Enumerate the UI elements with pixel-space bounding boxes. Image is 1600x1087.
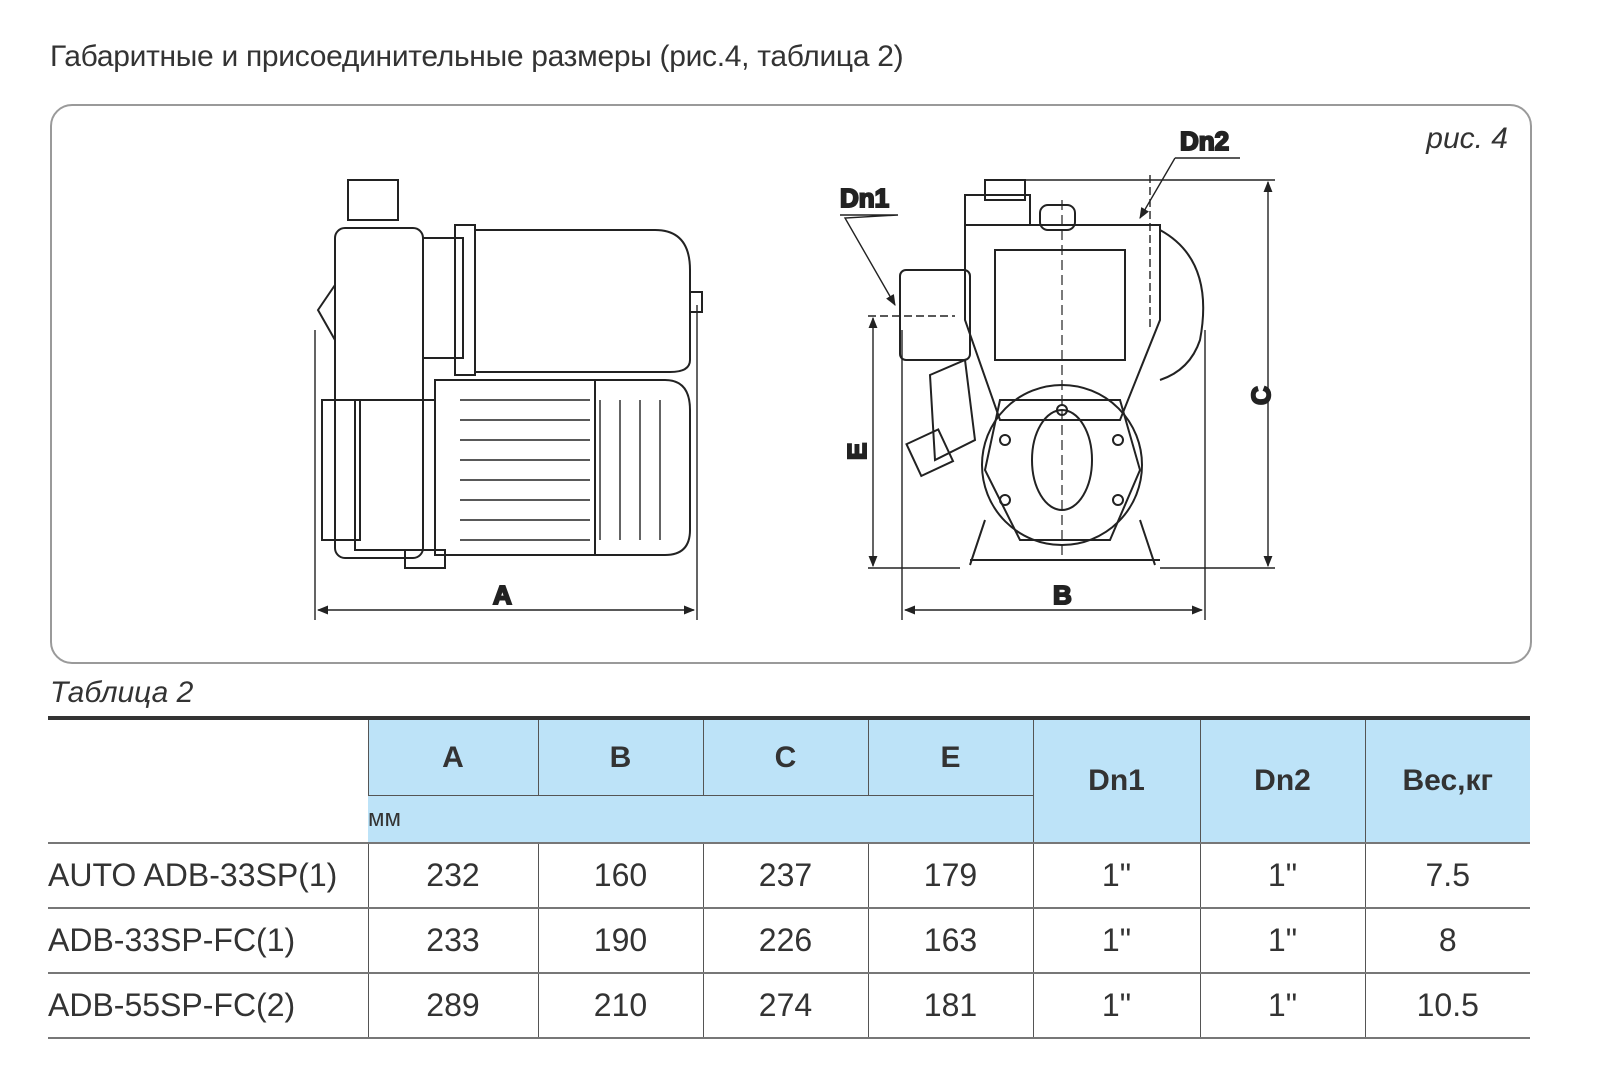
cell: 1"	[1199, 907, 1365, 973]
table-row: ADB-33SP-FC(1) 233 190 226 163 1" 1" 8	[48, 907, 1530, 973]
cell: 8	[1364, 907, 1530, 973]
table-caption: Таблица 2	[50, 676, 194, 709]
dim-label-a: A	[493, 580, 512, 610]
dim-label-c: C	[1246, 386, 1276, 405]
cell: 179	[867, 842, 1033, 908]
table-row: ADB-55SP-FC(2) 289 210 274 181 1" 1" 10.…	[48, 972, 1530, 1039]
pump-side-view	[316, 179, 703, 569]
cell: 163	[867, 907, 1033, 973]
cell: 233	[367, 907, 538, 973]
dim-label-b: B	[1053, 580, 1072, 610]
model-name: AUTO ADB-33SP(1)	[48, 842, 368, 908]
page-title: Габаритные и присоединительные размеры (…	[50, 40, 904, 73]
cell: 1"	[1032, 972, 1200, 1039]
pump-front-view	[899, 179, 1205, 566]
header-dn2: Dn2	[1199, 716, 1365, 843]
cell: 210	[537, 972, 703, 1039]
dim-label-dn1: Dn1	[840, 183, 889, 213]
header-dn1: Dn1	[1032, 716, 1200, 843]
dim-label-e: E	[842, 443, 872, 460]
dim-label-dn2: Dn2	[1180, 126, 1229, 156]
cell: 7.5	[1364, 842, 1530, 908]
cell: 160	[537, 842, 703, 908]
cell: 1"	[1199, 842, 1365, 908]
cell: 289	[367, 972, 538, 1039]
cell: 226	[702, 907, 868, 973]
cell: 1"	[1032, 842, 1200, 908]
table-row: AUTO ADB-33SP(1) 232 160 237 179 1" 1" 7…	[48, 842, 1530, 908]
model-name: ADB-33SP-FC(1)	[48, 907, 368, 973]
header-b: B	[537, 716, 703, 796]
header-model	[48, 716, 368, 843]
figure-label: рис. 4	[1426, 122, 1508, 155]
header-c: C	[702, 716, 868, 796]
cell: 232	[367, 842, 538, 908]
dimension-lines	[314, 157, 1275, 620]
figure-box: рис. 4	[50, 104, 1532, 664]
header-a: A	[367, 716, 538, 796]
cell: 1"	[1032, 907, 1200, 973]
header-e: E	[867, 716, 1033, 796]
cell: 237	[702, 842, 868, 908]
model-name: ADB-55SP-FC(2)	[48, 972, 368, 1039]
header-unit: мм	[368, 795, 1033, 843]
cell: 10.5	[1364, 972, 1530, 1039]
cell: 190	[537, 907, 703, 973]
cell: 1"	[1199, 972, 1365, 1039]
cell: 181	[867, 972, 1033, 1039]
dimensions-table: A B C E Dn1 Dn2 Вес,кг мм AUTO ADB-33SP(…	[48, 716, 1530, 1039]
cell: 274	[702, 972, 868, 1039]
header-weight: Вес,кг	[1364, 716, 1530, 843]
